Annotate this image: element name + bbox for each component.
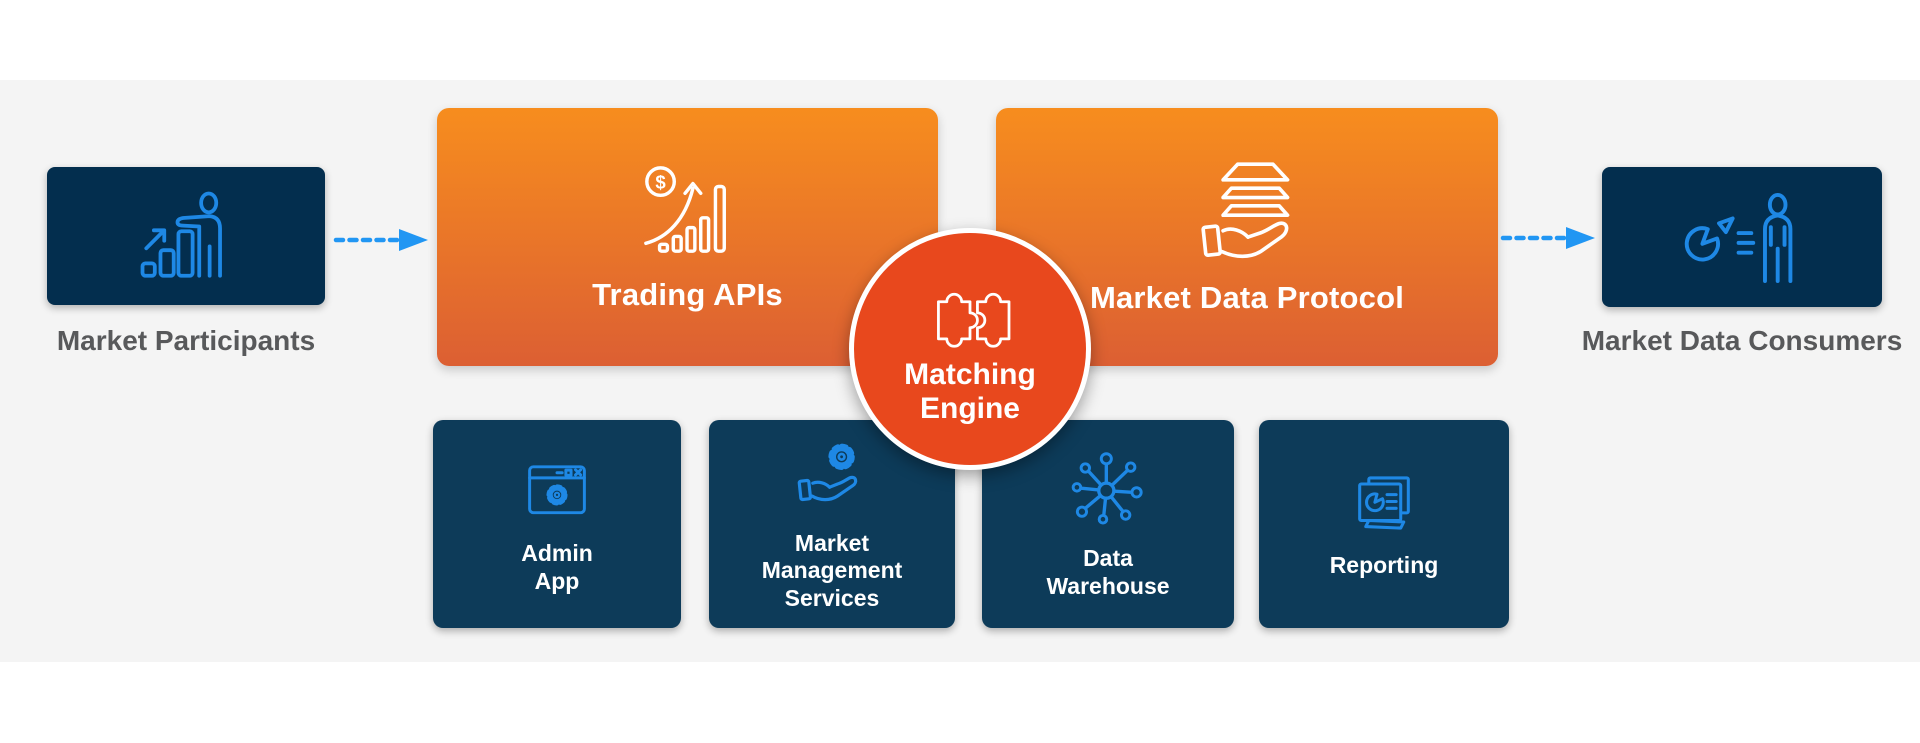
market-management-services-label: Market Management Services [761,529,903,611]
puzzle-pieces-icon [937,293,1011,349]
reporting-label: Reporting [1329,552,1439,579]
dashed-arrow-right-icon [333,229,428,251]
reporting-node: Reporting [1259,420,1509,628]
dollar-symbol: $ [655,171,666,192]
admin-app-label: Admin App [521,540,593,594]
data-warehouse-label: Data Warehouse [1046,545,1170,599]
market-participants-label: Market Participants [56,325,316,356]
pie-chart-person-icon [1684,193,1793,283]
network-hub-icon [1071,452,1143,525]
layers-on-hand-icon [1201,162,1290,259]
matching-engine-node: Matching Engine [849,228,1091,470]
admin-app-node: Admin App [433,420,681,628]
dashed-arrow-right-icon [1500,227,1595,249]
market-data-consumers-label: Market Data Consumers [1581,325,1903,356]
market-data-consumers-node [1602,167,1882,307]
matching-engine-label: Matching Engine [904,358,1036,425]
gear-on-hand-icon [797,443,858,501]
app-window-gear-icon [528,465,586,515]
market-participants-node [47,167,325,305]
dollar-growth-chart-icon: $ [643,166,726,253]
report-pages-icon [1358,476,1410,530]
person-with-bar-chart-icon [140,191,222,278]
trading-apis-label: Trading APIs [592,277,783,312]
market-data-protocol-label: Market Data Protocol [1089,280,1405,315]
